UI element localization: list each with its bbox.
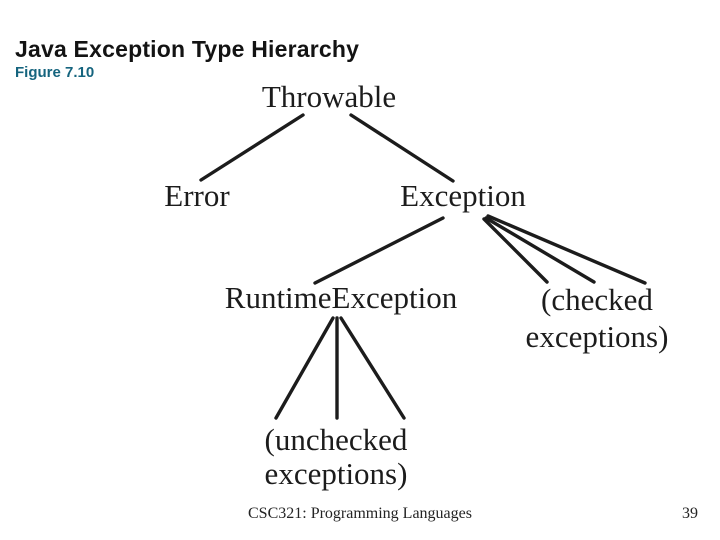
page-title: Java Exception Type Hierarchy — [15, 36, 360, 62]
edge-exception-checked-1 — [482, 217, 549, 284]
edge-runtime-unchecked-3 — [339, 316, 406, 420]
node-exception: Exception — [400, 178, 526, 213]
node-unchecked-exceptions-line2: exceptions) — [264, 456, 408, 491]
node-checked-exceptions-line2: exceptions) — [525, 319, 669, 354]
edge-runtime-unchecked-1 — [274, 316, 335, 420]
edge-exception-checked-2 — [484, 216, 596, 284]
node-unchecked-exceptions-line1: (unchecked — [264, 422, 408, 457]
edge-throwable-error — [199, 113, 305, 182]
edge-exception-checked-3 — [486, 214, 647, 285]
edge-throwable-exception — [349, 113, 455, 183]
footer-page-number: 39 — [682, 505, 698, 522]
node-checked-exceptions-line1: (checked — [541, 282, 653, 317]
node-checked-exceptions: (checked exceptions) — [526, 281, 669, 355]
node-unchecked-exceptions: (unchecked exceptions) — [265, 423, 408, 491]
edge-exception-runtime — [313, 216, 445, 285]
node-throwable: Throwable — [261, 79, 397, 114]
node-runtime-exception: RuntimeException — [224, 280, 458, 315]
figure-label: Figure 7.10 — [15, 64, 95, 81]
footer-course-label: CSC321: Programming Languages — [248, 505, 472, 522]
node-error: Error — [164, 178, 230, 213]
